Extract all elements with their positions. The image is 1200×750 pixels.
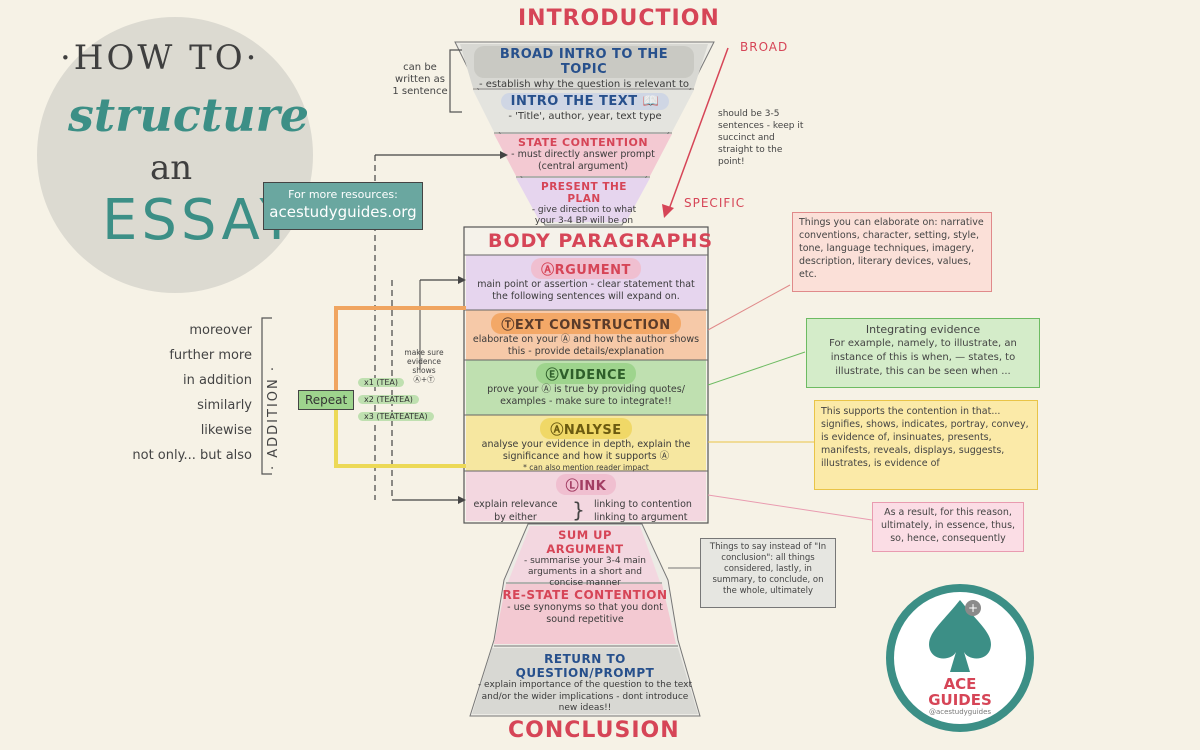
elaborate-note: Things you can elaborate on: narrative c…	[792, 212, 992, 292]
logo[interactable]: ACE GUIDES @acestudyguides	[910, 676, 1010, 716]
text-construction-head: ⓉEXT CONSTRUCTION	[491, 313, 681, 334]
supports-note: This supports the contention in that... …	[814, 400, 1038, 490]
intro-side-note-right: should be 3-5 sentences - keep it succin…	[718, 109, 804, 167]
logo-line2: GUIDES	[928, 691, 992, 709]
repeat-x3: x3 (TEATEATEA)	[358, 412, 434, 421]
broad-label: BROAD	[740, 40, 789, 54]
make-sure-note: make sure evidence shows Ⓐ+Ⓣ	[404, 348, 444, 384]
spade-icon	[929, 600, 991, 672]
body-row-analyse: ⒶNALYSE analyse your evidence in depth, …	[468, 418, 704, 472]
conclusion-box-1: SUM UP ARGUMENT - summarise your 3-4 mai…	[518, 528, 652, 589]
conclusion-box-2: RE-STATE CONTENTION - use synonyms so th…	[500, 588, 670, 626]
body-row-evidence: ⒺVIDENCE prove your Ⓐ is true by providi…	[468, 363, 704, 408]
resources-box[interactable]: For more resources: acestudyguides.org	[263, 182, 423, 230]
conclusion-alt-note: Things to say instead of "In conclusion"…	[700, 538, 836, 608]
link-body-left: explain relevance by either	[473, 499, 558, 523]
addition-word-6: not only... but also	[132, 448, 252, 463]
conclusion-title: CONCLUSION	[508, 718, 680, 743]
intro-box-3-head: STATE CONTENTION	[517, 136, 649, 149]
brace-icon: }	[572, 498, 585, 522]
repeat-label: Repeat	[298, 390, 355, 410]
evidence-body: prove your Ⓐ is true by providing quotes…	[487, 384, 685, 407]
title-essay: ESSAY	[102, 188, 298, 253]
intro-box-2-body: - 'Title', author, year, text type	[508, 111, 662, 122]
conclusion-box-3: RETURN TO QUESTION/PROMPT - explain impo…	[476, 652, 694, 715]
link-head: ⓁINK	[555, 474, 617, 495]
intro-box-3-body: - must directly answer prompt (central a…	[511, 149, 655, 172]
analyse-head: ⒶNALYSE	[540, 418, 632, 439]
logo-handle: @acestudyguides	[928, 708, 992, 716]
addition-label: · ADDITION ·	[266, 364, 281, 470]
intro-box-2-head: INTRO THE TEXT 📖	[500, 93, 670, 110]
intro-title: INTRODUCTION	[518, 6, 720, 31]
intro-box-3: STATE CONTENTION - must directly answer …	[508, 136, 658, 173]
integrating-body: For example, namely, to illustrate, an i…	[829, 338, 1017, 377]
integrating-title: Integrating evidence	[865, 323, 981, 336]
analyse-extra: * can also mention reader impact	[523, 463, 649, 472]
addition-word-5: likewise	[200, 423, 252, 438]
argument-body: main point or assertion - clear statemen…	[477, 279, 695, 302]
conclusion-box-3-body: - explain importance of the question to …	[477, 680, 693, 713]
intro-box-4-body: - give direction to what your 3-4 BP wil…	[531, 205, 637, 226]
title-structure: structure	[68, 88, 310, 142]
integrating-note: Integrating evidence For example, namely…	[806, 318, 1040, 388]
title-an: an	[150, 148, 193, 188]
intro-side-note-left: can be written as 1 sentence	[392, 62, 448, 97]
logo-line1: ACE	[943, 675, 977, 693]
intro-box-4-head: PRESENT THE PLAN	[541, 181, 627, 205]
addition-word-3: in addition	[183, 373, 252, 388]
intro-box-4: PRESENT THE PLAN - give direction to wha…	[528, 181, 640, 227]
link-body-right-1: linking to contention	[593, 499, 692, 510]
intro-box-2: INTRO THE TEXT 📖 - 'Title', author, year…	[490, 93, 680, 123]
analyse-body: analyse your evidence in depth, explain …	[481, 439, 691, 462]
conclusion-box-3-head: RETURN TO QUESTION/PROMPT	[515, 652, 655, 680]
resources-link[interactable]: acestudyguides.org	[269, 203, 417, 221]
link-body-right-2: linking to argument	[593, 512, 688, 523]
intro-box-1-head: BROAD INTRO TO THE TOPIC	[474, 46, 694, 78]
evidence-head: ⒺVIDENCE	[535, 363, 637, 384]
addition-word-2: further more	[169, 348, 252, 363]
addition-word-4: similarly	[197, 398, 252, 413]
result-note: As a result, for this reason, ultimately…	[872, 502, 1024, 552]
body-row-argument: ⒶRGUMENT main point or assertion - clear…	[468, 258, 704, 303]
body-row-link: ⓁINK explain relevance by either } linki…	[468, 474, 704, 524]
conclusion-box-2-head: RE-STATE CONTENTION	[502, 588, 668, 602]
addition-word-1: moreover	[189, 323, 252, 338]
repeat-x2: x2 (TEATEA)	[358, 395, 419, 404]
specific-label: SPECIFIC	[684, 196, 746, 210]
conclusion-box-1-body: - summarise your 3-4 main arguments in a…	[524, 556, 646, 588]
conclusion-box-2-body: - use synonyms so that you dont sound re…	[507, 602, 663, 625]
argument-head: ⒶRGUMENT	[531, 258, 641, 279]
body-title: BODY PARAGRAPHS	[488, 230, 714, 252]
repeat-x1: x1 (TEA)	[358, 378, 405, 387]
text-construction-body: elaborate on your Ⓐ and how the author s…	[472, 334, 700, 357]
body-row-text-construction: ⓉEXT CONSTRUCTION elaborate on your Ⓐ an…	[468, 313, 704, 358]
title-how: ·HOW TO·	[60, 38, 260, 78]
title-circle	[37, 17, 313, 293]
conclusion-box-1-head: SUM UP ARGUMENT	[546, 528, 624, 556]
intro-bracket	[449, 49, 462, 113]
resources-heading: For more resources:	[288, 188, 398, 201]
svg-text:+: +	[968, 601, 978, 615]
